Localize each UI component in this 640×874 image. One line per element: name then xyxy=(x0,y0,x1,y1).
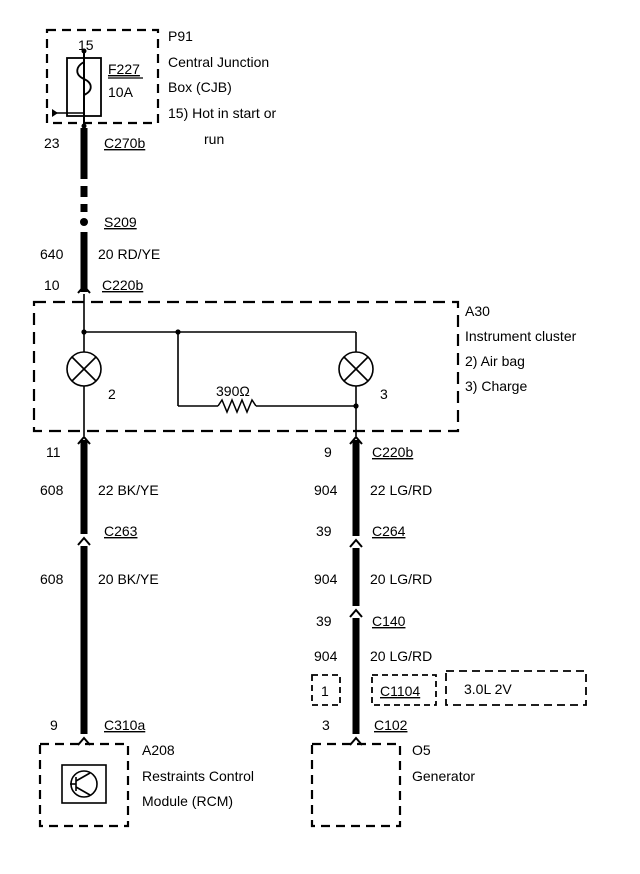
resistor-icon xyxy=(217,398,257,414)
c140-chevron-icon xyxy=(349,608,363,618)
circuit-608-b: 608 xyxy=(40,571,64,587)
conn-c270b: C270b xyxy=(104,135,145,151)
rcm-symbol-frame xyxy=(61,764,107,804)
c220b-left-chevron-icon xyxy=(77,435,91,445)
rcm-name-2: Module (RCM) xyxy=(142,793,233,809)
airbag-lamp-cross-b xyxy=(71,356,97,382)
cjb-box xyxy=(45,28,160,125)
circuit-904-a: 904 xyxy=(314,482,338,498)
cjb-note-1: 15) Hot in start or xyxy=(168,105,276,121)
circuit-904-b: 904 xyxy=(314,571,338,587)
instrument-cluster-box xyxy=(32,300,460,433)
wire-904-gauge-b: 20 LG/RD xyxy=(370,571,432,587)
resistor-value: 390Ω xyxy=(216,383,250,399)
rcm-name-1: Restraints Control xyxy=(142,768,254,784)
rcm-ref: A208 xyxy=(142,742,175,758)
bus-junction-left xyxy=(81,329,87,335)
pin-c220b-top: 10 xyxy=(44,277,60,293)
ground-ref-arrow-icon xyxy=(52,109,58,117)
charge-lamp-num: 3 xyxy=(380,386,388,402)
wire-608-gauge-b: 20 BK/YE xyxy=(98,571,159,587)
fuse-pin-label: 15 xyxy=(78,37,94,53)
pin-c220b-right: 9 xyxy=(324,444,332,460)
conn-c102: C102 xyxy=(374,717,408,733)
splice-s209-dot xyxy=(80,218,88,226)
conn-c263: C263 xyxy=(104,523,138,539)
conn-c220b-top: C220b xyxy=(102,277,143,293)
c220b-right-chevron-icon xyxy=(349,435,363,445)
engine-option: 3.0L 2V xyxy=(464,681,512,697)
cluster-note-charge: 3) Charge xyxy=(465,378,527,394)
c1104-box xyxy=(371,674,437,706)
pin-c310a: 9 xyxy=(50,717,58,733)
conn-c264: C264 xyxy=(372,523,406,539)
fuse-id-label: F227 xyxy=(108,61,140,77)
wire-904-gauge-a: 22 LG/RD xyxy=(370,482,432,498)
transistor-emitter xyxy=(75,786,91,796)
cjb-ref: P91 xyxy=(168,28,193,44)
wire-904-gauge-c: 20 LG/RD xyxy=(370,648,432,664)
c310a-chevron-icon xyxy=(77,736,91,746)
generator-ref: O5 xyxy=(412,742,431,758)
fuse-rating-label: 10A xyxy=(108,84,134,100)
pin-c220b-left: 11 xyxy=(46,444,61,460)
splice-s209: S209 xyxy=(104,214,137,230)
fuse-terminal xyxy=(81,48,87,54)
wire-640-gauge: 20 RD/YE xyxy=(98,246,160,262)
c263-chevron-icon xyxy=(77,536,91,546)
wire-608-gauge-a: 22 BK/YE xyxy=(98,482,159,498)
cjb-note-2: run xyxy=(204,131,224,147)
c264-chevron-icon xyxy=(349,538,363,548)
generator-box xyxy=(310,742,402,828)
transistor-collector xyxy=(75,772,91,782)
cluster-note-airbag: 2) Air bag xyxy=(465,353,525,369)
fuse-icon xyxy=(76,61,92,96)
conn-c220b-right: C220b xyxy=(372,444,413,460)
circuit-608-a: 608 xyxy=(40,482,64,498)
rcm-box xyxy=(38,742,130,828)
cjb-name-2: Box (CJB) xyxy=(168,79,232,95)
pin-c102: 3 xyxy=(322,717,330,733)
conn-c1104: C1104 xyxy=(380,683,420,699)
engine-option-box xyxy=(445,670,587,706)
cjb-name-1: Central Junction xyxy=(168,54,269,70)
pin-c264: 39 xyxy=(316,523,332,539)
circuit-904-c: 904 xyxy=(314,648,338,664)
c102-chevron-icon xyxy=(349,736,363,746)
airbag-lamp-num: 2 xyxy=(108,386,116,402)
conn-c310a: C310a xyxy=(104,717,145,733)
charge-lamp-cross-b xyxy=(343,356,369,382)
generator-name: Generator xyxy=(412,768,475,784)
conn-c140: C140 xyxy=(372,613,406,629)
cluster-ref: A30 xyxy=(465,303,490,319)
connector-c220b-chevron-icon xyxy=(77,284,91,294)
cluster-name: Instrument cluster xyxy=(465,328,577,344)
pin-c270b: 23 xyxy=(44,135,60,151)
pin-c140: 39 xyxy=(316,613,332,629)
option-number: 1 xyxy=(321,683,329,699)
cjb-pin-dot xyxy=(81,123,87,129)
circuit-640: 640 xyxy=(40,246,64,262)
option-box-1 xyxy=(311,674,341,706)
